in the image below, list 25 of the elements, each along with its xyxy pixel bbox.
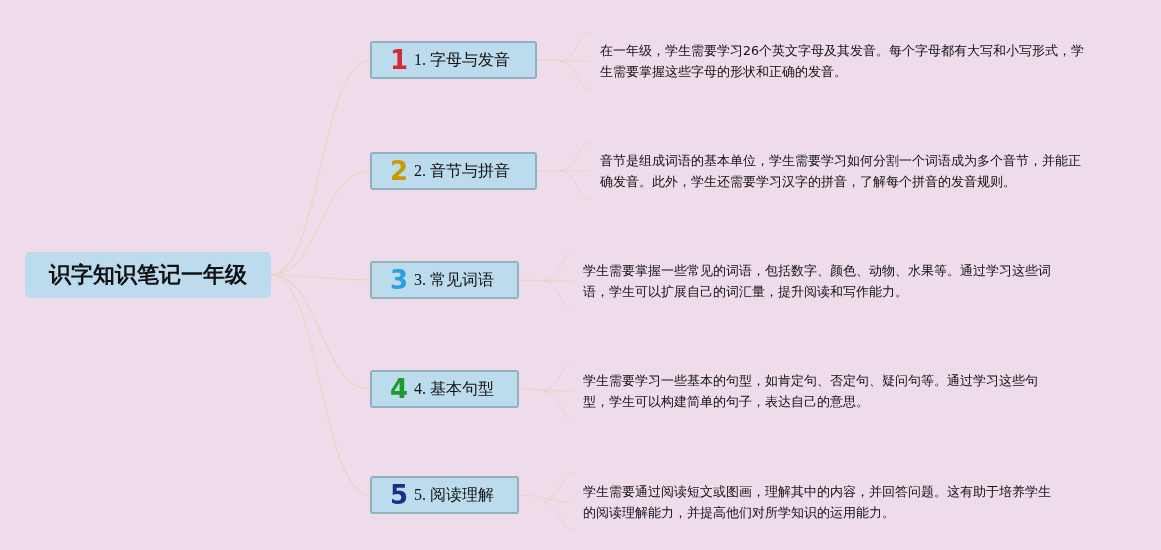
topic-label: 4. 基本句型 [414,378,495,399]
number-marker: 4 [390,376,409,402]
connector-line [518,388,574,392]
note-text: 学生需要通过阅读短文或图画，理解其中的内容，并回答问题。这有助于培养学生的阅读理解能力，并提高他们对所学知识的运用能力。 [583,481,1063,523]
topic-label: 3. 常见词语 [414,269,495,290]
connector-line [518,494,574,503]
note-text: 学生需要掌握一些常见的词语，包括数字、颜色、动物、水果等。通过学习这些词语，学生可以扩展自己的词汇量，提升阅读和写作能力。 [583,260,1063,302]
connector-line [518,279,574,282]
topic-box [370,476,519,514]
topic-label: 1. 字母与发音 [414,49,511,70]
topic-box [370,41,537,79]
number-marker: 5 [390,482,409,508]
connector-line [536,59,591,62]
topic-box [370,370,519,408]
note-text: 音节是组成词语的基本单位，学生需要学习如何分割一个词语成为多个音节，并能正确发音。此外，学生还需要学习汉字的拼音，了解每个拼音的发音规则。 [600,150,1090,192]
topic-label: 2. 音节与拼音 [414,160,511,181]
topic-box [370,152,537,190]
topic-label: 5. 阅读理解 [414,484,495,505]
note-text: 在一年级，学生需要学习26个英文字母及其发音。每个字母都有大写和小写形式，学生需要掌握这些字母的形状和正确的发音。 [600,40,1095,82]
root-topic-box: 识字知识笔记一年级 [25,252,271,298]
number-marker: 2 [390,158,409,184]
topic-box [370,261,519,299]
number-marker: 1 [390,47,409,73]
note-text: 学生需要学习一些基本的句型，如肯定句、否定句、疑问句等。通过学习这些句型，学生可以构建简单的句子，表达自己的意思。 [583,370,1063,412]
number-marker: 3 [390,267,409,293]
